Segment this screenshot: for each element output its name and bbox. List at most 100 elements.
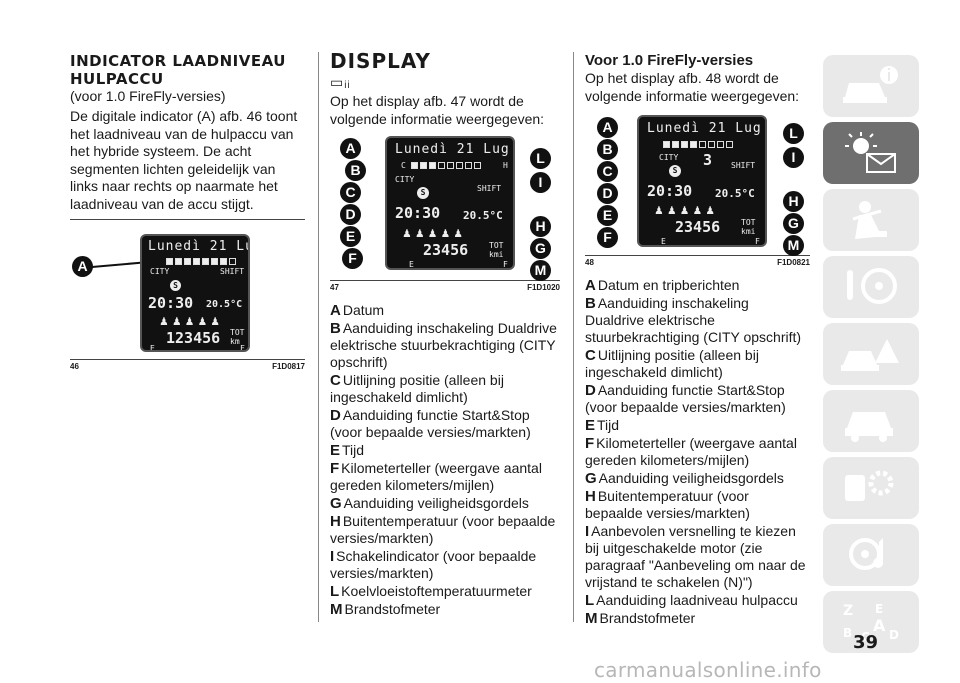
callout-f: F: [597, 227, 618, 248]
lcd-shift-label: SHIFT: [220, 267, 245, 276]
steering-key-icon: [847, 268, 897, 304]
lcd-temperature: 20.5°C: [715, 187, 755, 200]
seatbelt-icons: ♟♟♟♟♟: [403, 226, 468, 241]
column-display: DISPLAY ▭ᵢᵢ Op het display afb. 47 wordt…: [330, 49, 560, 619]
callout-c: C: [340, 182, 361, 203]
fuel-gauge-f: F: [240, 344, 245, 352]
coolant-gauge-c: C: [401, 161, 406, 170]
svg-text:D: D: [889, 628, 899, 642]
lcd-shift-label: SHIFT: [477, 184, 502, 193]
lcd-city-label: CITY: [150, 267, 170, 276]
lcd-temperature: 20.5°C: [463, 209, 503, 222]
lcd-tot-label: TOT: [489, 241, 504, 250]
tab-multimedia[interactable]: [823, 524, 919, 586]
lcd-odometer: 23456: [675, 218, 721, 236]
callout-a: A: [340, 138, 361, 159]
svg-text:A: A: [873, 616, 886, 635]
battery-level-bar: [663, 141, 733, 148]
fuel-gauge-e: E: [661, 237, 666, 246]
lcd-display: Lunedì 21 Lug CITY SHIFT S 20:30 20.5°C …: [140, 234, 250, 352]
callout-d: D: [597, 183, 618, 204]
figure-code: F1D1020: [527, 283, 560, 292]
car-info-icon: [843, 66, 898, 103]
tab-safety[interactable]: [823, 189, 919, 251]
callout-e: E: [340, 226, 361, 247]
lcd-display: Lunedì 21 Lug CITY 3 SHIFT S 20:30 20.5°…: [637, 115, 767, 247]
lcd-city-label: CITY: [395, 175, 415, 184]
coolant-gauge-bar: [411, 162, 481, 169]
callout-a: A: [597, 117, 618, 138]
lcd-display: Lunedì 21 Lug C H CITY SHIFT S 20:30 20.…: [385, 136, 515, 270]
lcd-date: Lunedì 21 Lug: [647, 121, 762, 136]
lcd-date: Lunedì 21 Lug: [395, 142, 510, 157]
multimedia-icon: [849, 538, 884, 570]
lcd-odometer: 23456: [423, 241, 469, 259]
fuel-gauge-f: F: [755, 237, 760, 246]
tab-starting-driving[interactable]: [823, 256, 919, 318]
watermark: carmanualsonline.info: [594, 658, 822, 682]
figure-48: Lunedì 21 Lug CITY 3 SHIFT S 20:30 20.5°…: [585, 111, 810, 256]
lcd-tot-label: TOT: [741, 218, 756, 227]
callout-f: F: [342, 248, 363, 269]
section-heading-firefly: Voor 1.0 FireFly-versies: [585, 52, 754, 69]
callout-c: C: [597, 161, 618, 182]
svg-text:Z: Z: [843, 603, 853, 619]
start-stop-badge: S: [170, 280, 181, 291]
figure-46: A Lunedì 21 Lug CITY SHIFT S 20:30 20.5°…: [70, 228, 305, 353]
column-firefly-display: Voor 1.0 FireFly-versies Op het display …: [585, 52, 810, 628]
warning-light-message-icon: [845, 132, 896, 173]
tab-car-info[interactable]: [823, 55, 919, 117]
callout-h: H: [530, 216, 551, 237]
gear-indicator: 3: [703, 151, 713, 169]
seatbelt-icons: ♟♟♟♟♟: [160, 314, 225, 329]
callout-d: D: [340, 204, 361, 225]
callout-b: B: [597, 139, 618, 160]
coolant-gauge-h: H: [503, 161, 508, 170]
lcd-unit: kmi: [741, 227, 756, 236]
tab-emergency[interactable]: [823, 323, 919, 385]
display-intro: Op het display afb. 47 wordt de volgende…: [330, 93, 545, 127]
section-heading-display: DISPLAY: [330, 49, 431, 73]
tab-maintenance[interactable]: [823, 390, 919, 452]
lcd-time: 20:30: [395, 204, 441, 222]
callout-a: A: [72, 256, 93, 277]
start-stop-badge: S: [669, 165, 681, 177]
svg-text:E: E: [875, 602, 883, 616]
fuel-gauge-e: E: [150, 344, 155, 352]
callout-l: L: [530, 148, 551, 169]
column-battery-indicator: INDICATOR LAADNIVEAU HULPACCU (voor 1.0 …: [70, 52, 305, 371]
figure-number: 46: [70, 362, 79, 371]
lcd-unit: kmi: [489, 250, 504, 259]
callout-g: G: [530, 238, 551, 259]
lcd-unit: km: [230, 337, 240, 346]
lcd-tot-label: TOT: [230, 328, 245, 337]
lcd-time: 20:30: [148, 294, 194, 312]
tab-warning-lights[interactable]: [823, 122, 919, 184]
svg-text:B: B: [843, 626, 852, 640]
tab-technical-data[interactable]: [823, 457, 919, 519]
column-divider: [573, 52, 574, 622]
lcd-city-label: CITY: [659, 153, 679, 162]
section-heading-battery: INDICATOR LAADNIVEAU HULPACCU: [70, 52, 286, 88]
figure-number: 47: [330, 283, 339, 292]
